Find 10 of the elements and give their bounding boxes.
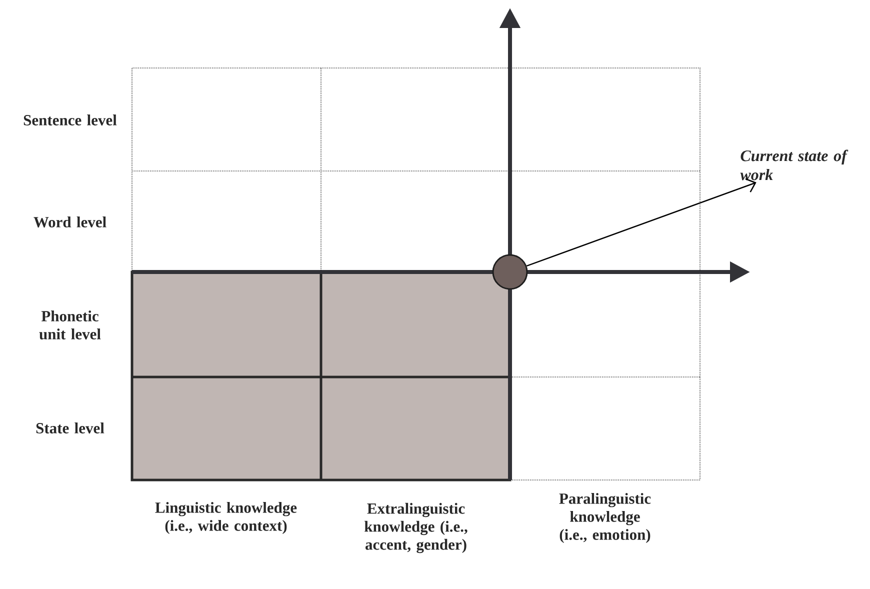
column-label: Paralinguistic knowledge (i.e., emotion) bbox=[559, 492, 651, 544]
callout-text: Current state of work bbox=[740, 150, 848, 180]
row-label: Phonetic unit level bbox=[39, 310, 101, 340]
column-label: Linguistic knowledge (i.e., wide context) bbox=[155, 502, 297, 534]
row-label: Sentence level bbox=[24, 114, 117, 126]
row-label: Word level bbox=[34, 216, 106, 228]
column-label: Extralinguistic knowledge (i.e., accent, gender) bbox=[364, 502, 468, 554]
arrow bbox=[526, 178, 756, 267]
marker-circle bbox=[492, 254, 528, 290]
row-label: State level bbox=[36, 422, 104, 434]
